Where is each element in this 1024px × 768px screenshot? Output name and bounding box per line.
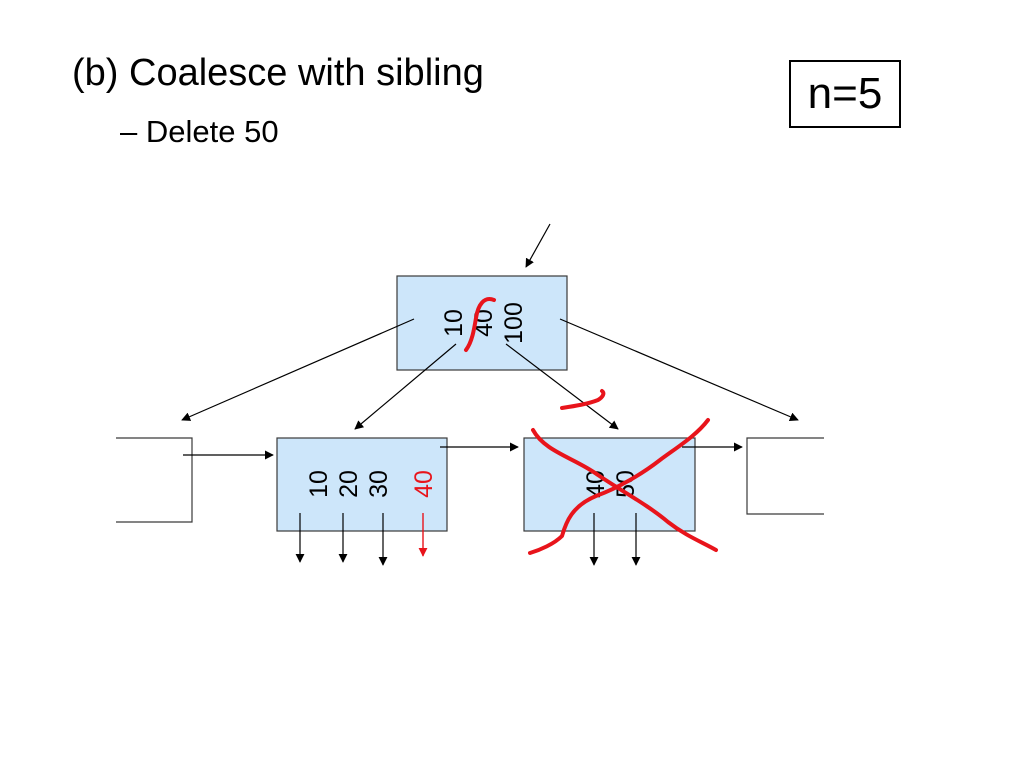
left-child-key: 20 [335,470,363,498]
root-pointer-right-child [505,343,619,430]
strike-mark-root-key [464,297,496,352]
incoming-root-pointer [525,223,551,268]
cross-out-deleted-node [531,428,718,552]
left-child-key: 30 [365,470,393,498]
root-pointer-right [559,318,799,421]
strike-mark-parent-pointer [560,389,606,410]
slide-title: (b) Coalesce with sibling [72,52,484,94]
left-child-key: 10 [305,470,333,498]
slide-subtitle: – Delete 50 [120,114,279,149]
left-child-node [276,437,448,532]
cross-out-deleted-node [528,418,710,555]
order-label-box: n=5 [789,60,901,128]
root-pointer-left [181,318,415,421]
left-child-moved-key: 40 [410,470,438,498]
root-key: 10 [440,309,468,337]
root-node [396,275,568,371]
left-sibling-node [116,437,193,523]
right-sibling-node [746,437,824,515]
root-pointer-left-child [354,343,457,430]
root-key: 100 [500,302,528,344]
